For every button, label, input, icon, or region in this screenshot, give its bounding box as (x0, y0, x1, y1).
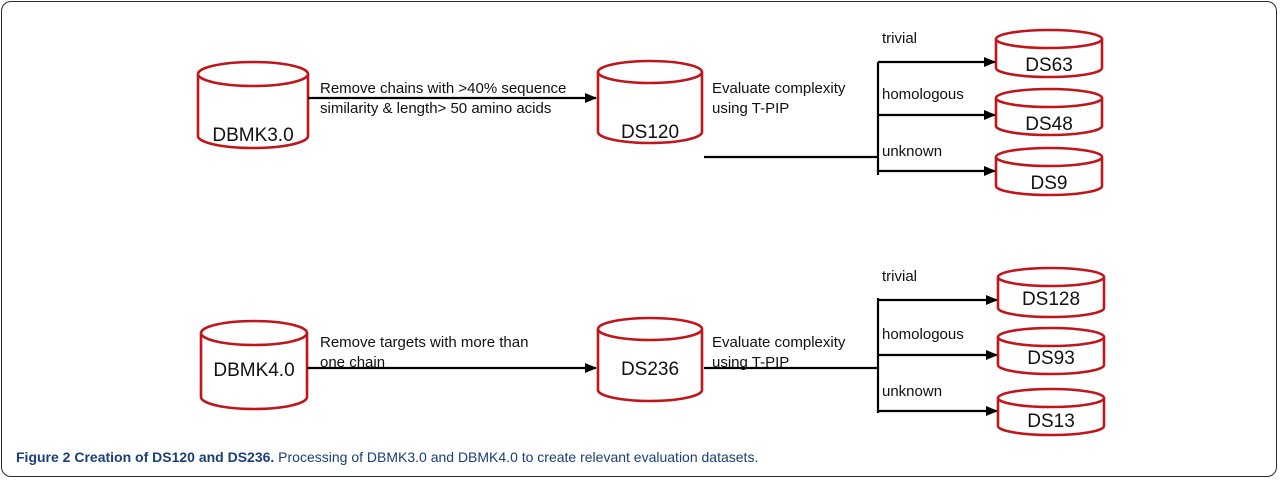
bottom-target-label-2: DS93 (1027, 348, 1075, 369)
top-branch-label-2: homologous (882, 86, 964, 103)
flow-diagram: DBMK3.0 Remove chains with >40% sequence… (196, 28, 1106, 437)
caption-title: Figure 2 Creation of DS120 and DS236. (16, 449, 275, 465)
bottom-target-cylinder-2: DS93 (996, 326, 1106, 376)
bottom-mid-label: DS236 (621, 359, 679, 380)
top-mid-label: DS120 (621, 122, 679, 143)
bottom-step2-line1: Evaluate complexity (712, 334, 846, 351)
figure-caption: Figure 2 Creation of DS120 and DS236. Pr… (16, 449, 758, 465)
bottom-step1-line1: Remove targets with more than (320, 334, 528, 351)
top-target-cylinder-2: DS48 (994, 87, 1104, 137)
top-branch-label-3: unknown (882, 143, 942, 160)
top-target-cylinder-1: DS63 (994, 28, 1104, 79)
bottom-branch-label-2: homologous (882, 326, 964, 343)
bottom-target-label-1: DS128 (1022, 289, 1080, 310)
top-step1-line1: Remove chains with >40% sequence (320, 80, 566, 97)
top-source-label: DBMK3.0 (212, 125, 293, 146)
bottom-target-cylinder-1: DS128 (996, 266, 1106, 319)
top-step2-line2: using T-PIP (712, 100, 789, 117)
top-target-label-1: DS63 (1025, 55, 1073, 76)
bottom-step2-line2: using T-PIP (712, 354, 789, 371)
bottom-step1-line2: one chain (320, 354, 385, 371)
top-step2-line1: Evaluate complexity (712, 80, 846, 97)
bottom-source-label: DBMK4.0 (213, 360, 294, 381)
top-target-label-3: DS9 (1031, 173, 1068, 194)
bottom-source-cylinder: DBMK4.0 (199, 319, 309, 411)
top-target-label-2: DS48 (1025, 114, 1073, 135)
top-branch-label-1: trivial (882, 30, 917, 47)
bottom-branch-label-3: unknown (882, 383, 942, 400)
caption-text: Processing of DBMK3.0 and DBMK4.0 to cre… (274, 449, 759, 465)
top-mid-cylinder: DS120 (596, 59, 704, 145)
top-source-cylinder: DBMK3.0 (196, 60, 310, 150)
bottom-branch-label-1: trivial (882, 268, 917, 285)
top-target-cylinder-3: DS9 (994, 146, 1104, 197)
bottom-target-label-3: DS13 (1027, 411, 1075, 432)
top-step1-line2: similarity & length> 50 amino acids (320, 100, 551, 117)
bottom-target-cylinder-3: DS13 (996, 387, 1106, 437)
bottom-mid-cylinder: DS236 (596, 316, 704, 403)
